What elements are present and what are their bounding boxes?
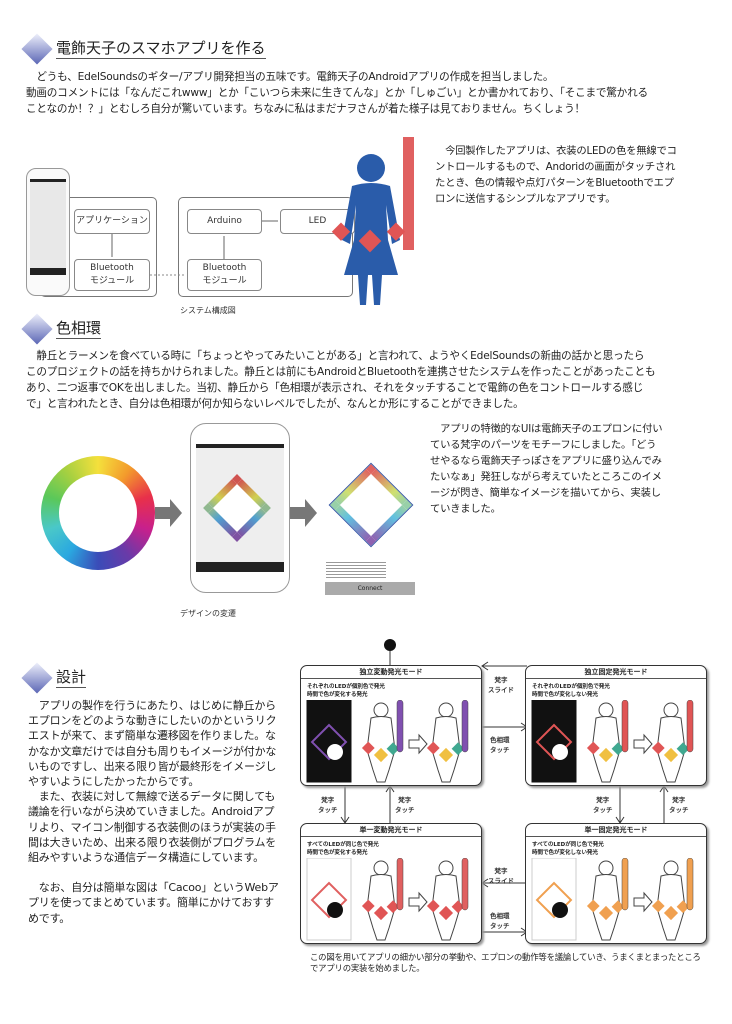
- transition-arrows: [340, 639, 669, 937]
- mode-title: 独立固定発光モード: [526, 666, 706, 679]
- mode-illustration: [306, 700, 469, 783]
- mode-title: 単一変動発光モード: [301, 824, 481, 837]
- section-heading-3: 設計: [20, 662, 87, 694]
- mode-title: 独立変動発光モード: [301, 666, 481, 679]
- side-text-1: 今回製作したアプリは、衣装のLEDの色を無線でコントロールするもので、Andor…: [435, 145, 677, 205]
- diamond-bullet-icon: [21, 313, 53, 345]
- mode-description: すべてのLEDが同じ色で発光時間で色が変化しない発光: [532, 842, 604, 856]
- section-heading-2: 色相環: [20, 313, 102, 345]
- mode-illustration: [306, 858, 469, 941]
- diagram-caption-bottom: この図を用いてアプリの細かい部分の挙動や、エプロンの動作等を議論していき、うまく…: [310, 952, 701, 973]
- label-touch-1: 梵字タッチ: [318, 796, 338, 814]
- arrow-icons: [155, 499, 317, 527]
- mode-box: 独立変動発光モード それぞれのLEDが個別色で発光時間で色が変化する発光: [300, 665, 482, 786]
- label-wheel-top: 色相環タッチ: [490, 736, 510, 754]
- section3-paragraph: アプリの製作を行うにあたり、はじめに静丘からエプロンをどのような動きにしたいのか…: [28, 699, 279, 925]
- debug-info-text: [326, 560, 386, 578]
- label-touch-3: 梵字タッチ: [593, 796, 613, 814]
- figure-caption: デザインの変遷: [180, 609, 236, 618]
- intro-paragraph: どうも、EdelSoundsのギター/アプリ開発担当の五味です。電飾天子のAnd…: [26, 71, 648, 115]
- section-heading-1: 電飾天子のスマホアプリを作る: [20, 33, 266, 65]
- phone-illustration: [26, 168, 70, 296]
- phone-mockup: [190, 423, 290, 593]
- mode-illustration: [531, 700, 694, 783]
- mode-box: 単一固定発光モード すべてのLEDが同じ色で発光時間で色が変化しない発光: [525, 823, 707, 944]
- label-slide-bottom: 梵字スライド: [488, 867, 514, 885]
- mode-description: すべてのLEDが同じ色で発光時間で色が変化する発光: [307, 842, 379, 856]
- sanskrit-diamond-ui: [328, 462, 414, 548]
- mode-box: 単一変動発光モード すべてのLEDが同じ色で発光時間で色が変化する発光: [300, 823, 482, 944]
- label-touch-2: 梵字タッチ: [395, 796, 415, 814]
- heading-text: 電飾天子のスマホアプリを作る: [56, 39, 266, 59]
- section2-paragraph: 静丘とラーメンを食べている時に「ちょっとやってみたいことがある」と言われて、よう…: [26, 350, 656, 410]
- label-touch-4: 梵字タッチ: [669, 796, 689, 814]
- mode-description: それぞれのLEDが個別色で発光時間で色が変化しない発光: [532, 684, 610, 698]
- mode-description: それぞれのLEDが個別色で発光時間で色が変化する発光: [307, 684, 385, 698]
- label-wheel-bottom: 色相環タッチ: [490, 912, 510, 930]
- label-slide-top: 梵字スライド: [488, 676, 514, 694]
- diagram-caption: システム構成図: [180, 306, 236, 315]
- color-wheel: [41, 456, 155, 570]
- arduino-box: Arduino: [187, 209, 262, 234]
- mode-illustration: [531, 858, 694, 941]
- costume-figure-illustration: [331, 137, 414, 305]
- connect-button[interactable]: Connect: [325, 582, 415, 595]
- side-text-2: アプリの特徴的なUIは電飾天子のエプロンに付いている梵字のパーツをモチーフにしま…: [430, 423, 663, 515]
- mode-box: 独立固定発光モード それぞれのLEDが個別色で発光時間で色が変化しない発光: [525, 665, 707, 786]
- mode-title: 単一固定発光モード: [526, 824, 706, 837]
- app-box: アプリケーション: [74, 209, 150, 234]
- diagram-arrows: [111, 137, 414, 305]
